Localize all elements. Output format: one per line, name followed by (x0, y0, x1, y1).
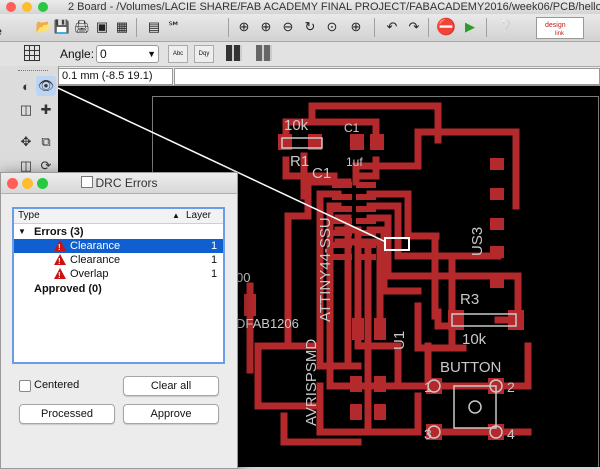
save-icon[interactable]: 💾 (53, 19, 71, 34)
script-icon[interactable]: ▤ (147, 19, 161, 34)
zoom-redraw-icon[interactable]: ↻ (304, 19, 316, 34)
show-eye-icon[interactable]: 👁 (36, 76, 56, 96)
r3-value-label: 10k (462, 331, 487, 348)
ic-name-label: ATTINY44-SSU (317, 217, 334, 322)
zoom-previous-icon[interactable]: ⊕ (350, 19, 362, 34)
drc-errors-dialog: DRC Errors Type ▲ Layer ▼ Errors (3) ! C… (0, 172, 238, 469)
disclosure-triangle-icon[interactable]: ▼ (18, 227, 26, 236)
main-toolbar: 📂 💾 🖨 ▣ ▦ ▤ ℠ ⊕ ⊕ ⊖ ↻ ⊙ ⊕ ↶ ↷ ⛔ ▶ ❔ desi… (0, 14, 600, 42)
clear-all-button[interactable]: Clear all (123, 376, 219, 396)
palette-grip (18, 70, 48, 73)
layer-fill-icon[interactable] (226, 45, 242, 61)
sort-up-icon: ▲ (172, 211, 180, 220)
drc-minimize-button[interactable] (22, 178, 33, 189)
list-header: Type ▲ Layer (14, 209, 223, 224)
zoom-select-icon[interactable]: ⊙ (326, 19, 338, 34)
mirror-icon[interactable]: ◫ (19, 158, 33, 173)
approved-group[interactable]: Approved (0) (34, 283, 102, 295)
layer-outline-icon[interactable] (256, 45, 272, 61)
zoom-out-icon[interactable]: ⊖ (282, 19, 294, 34)
drc-close-button[interactable] (7, 178, 18, 189)
cam-processor-icon[interactable]: ▣ (95, 19, 109, 34)
svg-text:link: link (555, 31, 565, 37)
drc-error-list[interactable]: Type ▲ Layer ▼ Errors (3) ! Clearance 1 … (12, 207, 225, 364)
rotate-icon[interactable]: ⟳ (40, 158, 52, 173)
angle-label: Angle: (60, 47, 95, 61)
ulp-icon[interactable]: ℠ (167, 19, 181, 34)
coordinate-bar: 0.1 mm (-8.5 19.1) (58, 67, 600, 86)
zoom-in-icon[interactable]: ⊕ (260, 19, 272, 34)
window-title: 2 Board - /Volumes/LACIE SHARE/FAB ACADE… (68, 1, 600, 13)
minimize-window-button[interactable] (22, 2, 32, 12)
open-file-icon[interactable]: 📂 (35, 19, 53, 34)
coordinate-display: 0.1 mm (-8.5 19.1) (58, 68, 173, 85)
stop-icon[interactable]: ⛔ (436, 19, 456, 36)
type-column-header[interactable]: Type (18, 210, 40, 221)
display-icon[interactable]: ◫ (19, 102, 33, 117)
command-line-input[interactable] (174, 68, 600, 85)
error-row[interactable]: ! Clearance 1 (14, 239, 223, 253)
c1-name-label: C1 (312, 165, 331, 182)
text-ratio-icon[interactable]: Abc (168, 45, 188, 63)
go-icon[interactable]: ▶ (465, 19, 475, 34)
u1-label: U1 (391, 331, 408, 350)
c1-top-label: C1 (344, 121, 360, 135)
angle-value: 0 (100, 47, 107, 61)
zoom-fit-icon[interactable]: ⊕ (238, 19, 250, 34)
error-marker[interactable] (384, 237, 410, 251)
avr-label: AVRISPSMD (303, 339, 320, 426)
info-icon[interactable]: ◐ (22, 78, 30, 94)
pin1-label: 1 (424, 379, 432, 395)
left-number-label: 00 (236, 270, 250, 285)
errors-group[interactable]: ▼ Errors (3) (18, 226, 84, 238)
grid-icon[interactable] (24, 45, 40, 61)
processed-button[interactable]: Processed (19, 404, 115, 424)
warning-icon: ! (54, 254, 66, 266)
document-icon (80, 176, 93, 188)
left-edge-clip: rge (0, 14, 4, 44)
undo-icon[interactable]: ↶ (386, 19, 398, 34)
r1-name-label: R1 (290, 153, 309, 170)
parameter-toolbar: Angle: 0 ▼ Abc Dqy (0, 42, 600, 67)
pin4-label: 4 (507, 426, 515, 442)
us3-label: US3 (469, 227, 486, 256)
centered-checkbox[interactable] (19, 380, 31, 392)
help-icon[interactable]: ❔ (497, 19, 515, 34)
button-label: BUTTON (440, 359, 501, 376)
print-icon[interactable]: 🖨 (73, 19, 91, 34)
warning-icon: ! (54, 268, 66, 280)
close-window-button[interactable] (6, 2, 16, 12)
centered-label: Centered (34, 379, 80, 391)
layer-column-header[interactable]: Layer (186, 210, 212, 221)
zoom-window-button[interactable] (38, 2, 48, 12)
copy-icon[interactable]: ⧉ (41, 134, 51, 149)
window-title-bar: 2 Board - /Volumes/LACIE SHARE/FAB ACADE… (0, 0, 600, 15)
redo-icon[interactable]: ↷ (408, 19, 420, 34)
r1-value-label: 10k (284, 117, 309, 134)
warning-icon: ! (54, 240, 66, 252)
drc-zoom-button[interactable] (37, 178, 48, 189)
angle-select[interactable]: 0 ▼ (96, 45, 159, 63)
drc-title-bar: DRC Errors (1, 173, 237, 194)
fab-label: DFAB1206 (236, 316, 299, 331)
design-link-icon[interactable]: design link (536, 17, 584, 39)
error-row[interactable]: ! Clearance 1 (14, 253, 223, 267)
approve-button[interactable]: Approve (123, 404, 219, 424)
text-style-icon[interactable]: Dqy (194, 45, 214, 63)
drc-title: DRC Errors (1, 176, 237, 190)
svg-text:design: design (545, 22, 566, 29)
mark-icon[interactable]: ✚ (40, 102, 52, 117)
pin2-label: 2 (507, 379, 515, 395)
pin3-label: 3 (424, 426, 432, 442)
error-row[interactable]: ! Overlap 1 (14, 267, 223, 281)
r3-name-label: R3 (460, 291, 479, 308)
move-icon[interactable]: ✥ (20, 134, 32, 149)
c1-value-label: 1uf (346, 155, 363, 169)
pcb-layout: 10k R1 C1 1uf C1 ATTINY44-SSU U1 US3 R3 … (58, 87, 532, 446)
chevron-down-icon: ▼ (147, 49, 156, 59)
sheet-icon[interactable]: ▦ (115, 19, 129, 34)
